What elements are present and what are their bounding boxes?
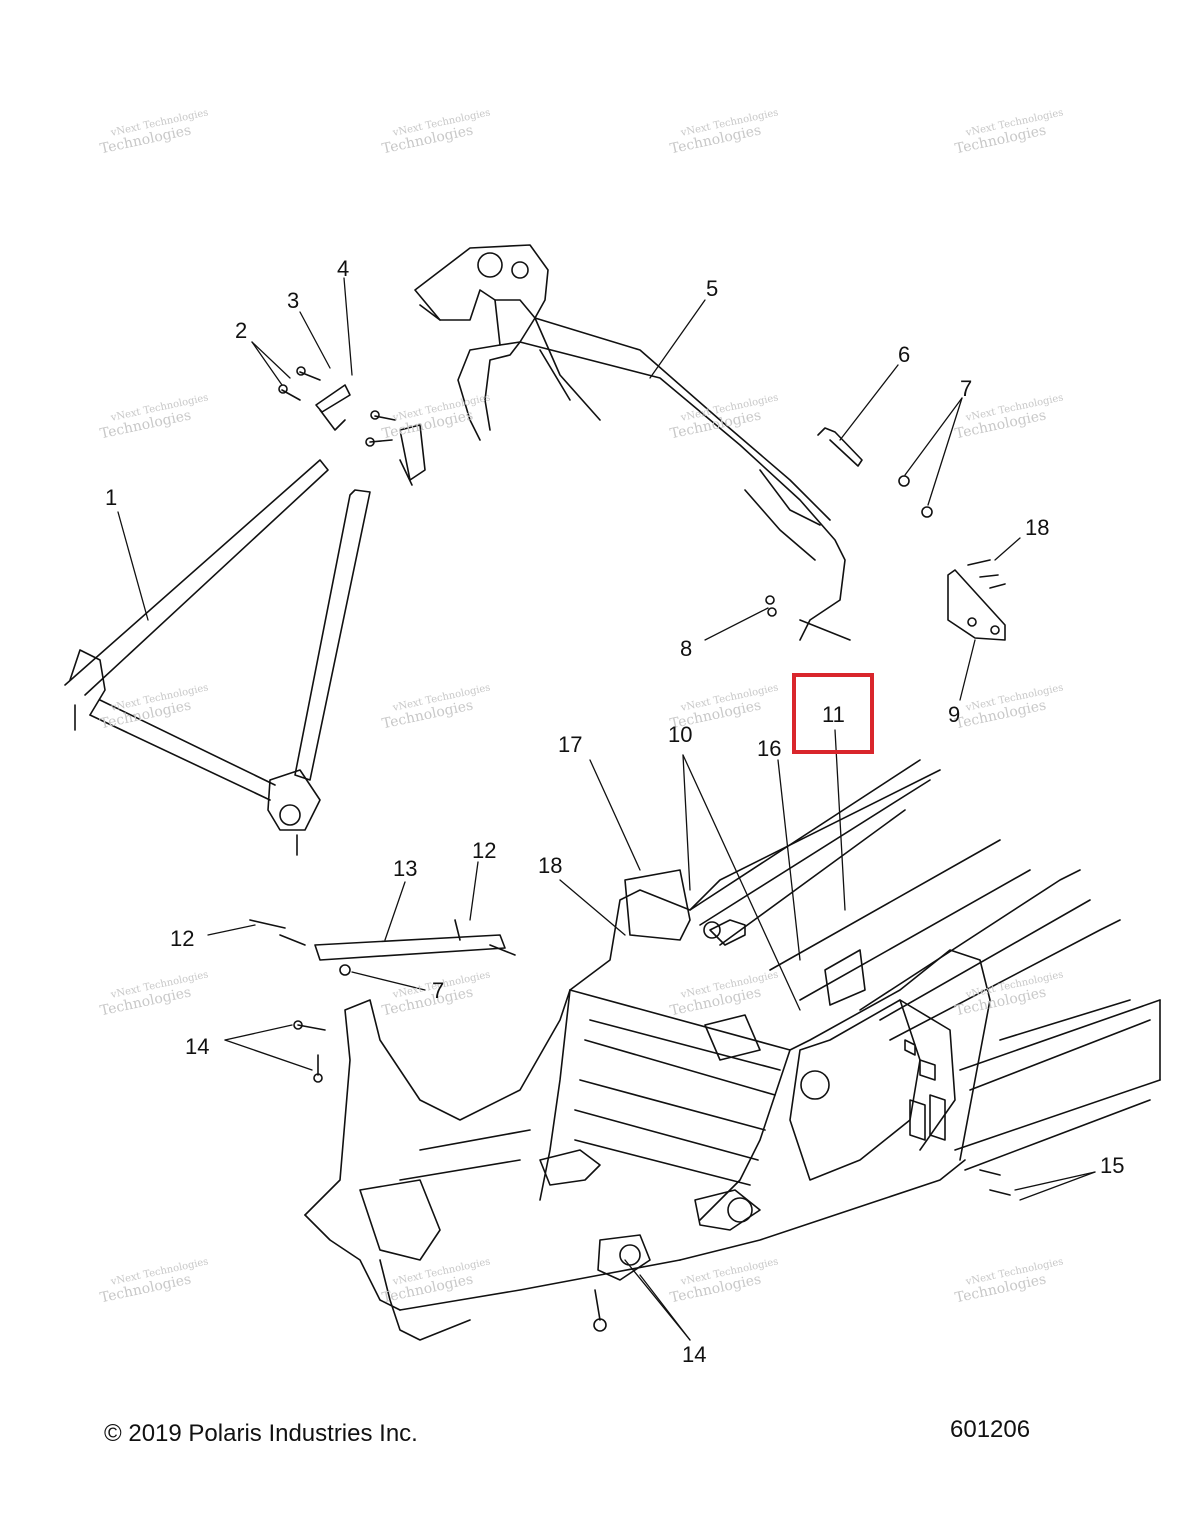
part-1-front-arm bbox=[64, 459, 371, 856]
part-13-stabilizer-bar bbox=[249, 919, 516, 976]
callout-14: 14 bbox=[185, 1034, 210, 1059]
callout-4: 4 bbox=[337, 256, 350, 281]
callout-2: 2 bbox=[235, 318, 248, 343]
callout-9: 9 bbox=[948, 702, 961, 727]
part-2-3-4-hardware bbox=[278, 366, 426, 486]
callout-6: 6 bbox=[898, 342, 911, 367]
callout-7: 7 bbox=[432, 978, 445, 1003]
callout-17: 17 bbox=[558, 732, 583, 757]
callout-13: 13 bbox=[393, 856, 418, 881]
callout-3: 3 bbox=[287, 288, 300, 313]
callout-16: 16 bbox=[757, 736, 782, 761]
callout-11: 11 bbox=[822, 702, 845, 727]
main-chassis bbox=[304, 769, 991, 1341]
callout-14: 14 bbox=[682, 1342, 707, 1367]
callout-10: 10 bbox=[668, 722, 693, 747]
callout-12: 12 bbox=[472, 838, 497, 863]
diagram-number: 601206 bbox=[950, 1416, 1031, 1443]
part-15-bolts bbox=[979, 1169, 1011, 1196]
callout-18: 18 bbox=[538, 853, 563, 878]
leader-lines bbox=[117, 277, 1096, 1341]
part-14-bolts bbox=[293, 1020, 326, 1083]
callout-12: 12 bbox=[170, 926, 195, 951]
callout-8: 8 bbox=[680, 636, 693, 661]
callout-1: 1 bbox=[105, 485, 118, 510]
callout-15: 15 bbox=[1100, 1153, 1125, 1178]
callout-18: 18 bbox=[1025, 515, 1050, 540]
highlight-box-11 bbox=[792, 673, 874, 754]
callout-7: 7 bbox=[960, 376, 973, 401]
callout-5: 5 bbox=[706, 276, 719, 301]
part-6-7-8-9-hardware bbox=[765, 427, 1006, 641]
copyright-text: © 2019 Polaris Industries Inc. bbox=[104, 1420, 418, 1447]
tunnel-rails bbox=[624, 759, 1161, 1171]
part-5-upper-frame bbox=[414, 244, 851, 641]
